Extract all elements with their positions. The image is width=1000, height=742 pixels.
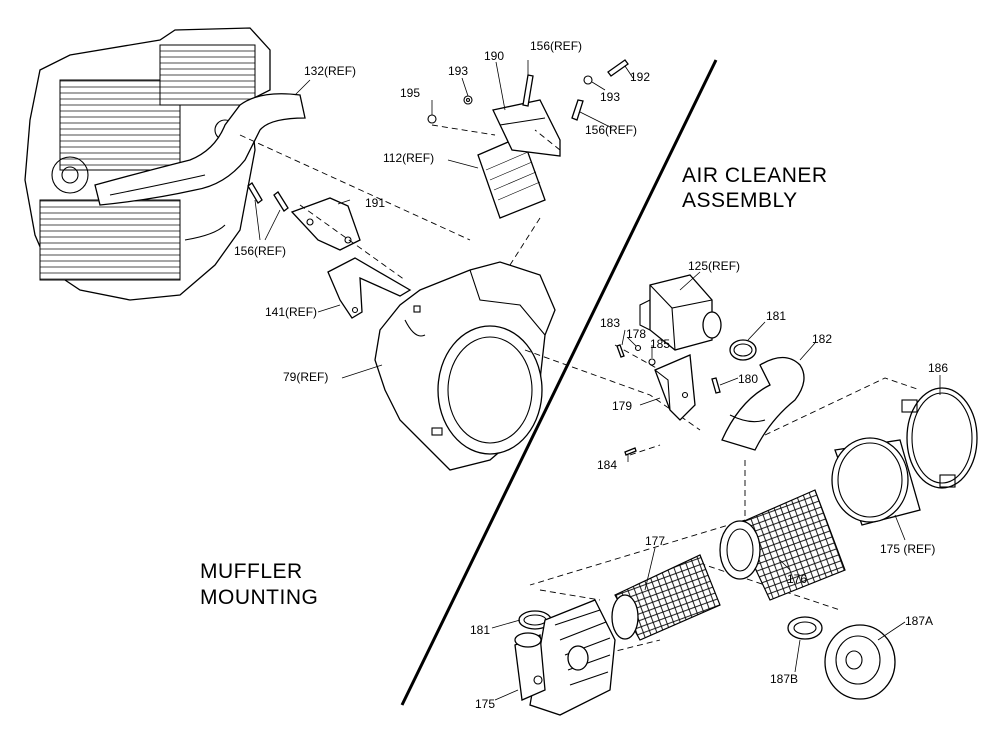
callout-193-right: 193 [600,90,620,104]
clamp-187b [787,616,823,640]
exhaust-pipe-132 [94,93,306,206]
callout-184: 184 [597,458,617,472]
callout-183: 183 [600,316,620,330]
callout-179: 179 [612,399,632,413]
section-title-air-cleaner-1: AIR CLEANER [682,164,828,187]
callout-192: 192 [630,70,650,84]
callout-181-lower: 181 [470,623,490,637]
callout-187b: 187B [770,672,798,686]
heat-shield-112 [477,99,561,219]
callout-156-ref-right: 156(REF) [585,123,637,137]
callout-175: 175 [475,697,495,711]
section-divider-line [400,59,718,706]
assembly-dashed-lines [239,124,921,671]
callout-185: 185 [650,337,670,351]
callout-193-left: 193 [448,64,468,78]
callout-112-ref: 112(REF) [383,151,434,165]
air-cleaner-125 [639,274,722,351]
section-title-muffler-2: MOUNTING [200,586,318,609]
callout-175-ref: 175 (REF) [880,542,935,556]
cover-175-ref [831,437,921,526]
filter-element-177 [611,554,721,641]
callout-132-ref: 132(REF) [304,64,356,78]
callout-125-ref: 125(REF) [688,259,740,273]
clamp-186 [901,387,978,489]
section-title-air-cleaner-2: ASSEMBLY [682,189,798,212]
callout-177: 177 [645,534,665,548]
callout-181-upper: 181 [766,309,786,323]
bracket-179 [654,354,696,421]
callout-79-ref: 79(REF) [283,370,328,384]
callout-176: 176 [787,572,807,586]
callout-191: 191 [365,196,385,210]
bracket-141 [327,257,412,319]
housing-175 [514,599,616,716]
clamp-181-upper [729,339,757,361]
elbow-hose-182 [721,356,805,451]
small-fasteners-left [247,59,629,212]
small-fasteners-right [616,344,721,456]
section-title-muffler-1: MUFFLER [200,560,303,583]
callout-186: 186 [928,361,948,375]
callout-leaders [254,60,941,701]
callout-156-ref-top: 156(REF) [530,39,582,53]
callout-195: 195 [400,86,420,100]
callout-156-ref-left: 156(REF) [234,244,286,258]
callout-190: 190 [484,49,504,63]
blower-housing-79 [374,261,556,471]
engine-reference [24,27,271,301]
callout-178: 178 [626,327,646,341]
callout-141-ref: 141(REF) [265,305,317,319]
callout-180: 180 [738,372,758,386]
filter-element-176 [719,489,846,601]
callout-182: 182 [812,332,832,346]
cap-187a [824,624,896,700]
callout-187a: 187A [905,614,933,628]
